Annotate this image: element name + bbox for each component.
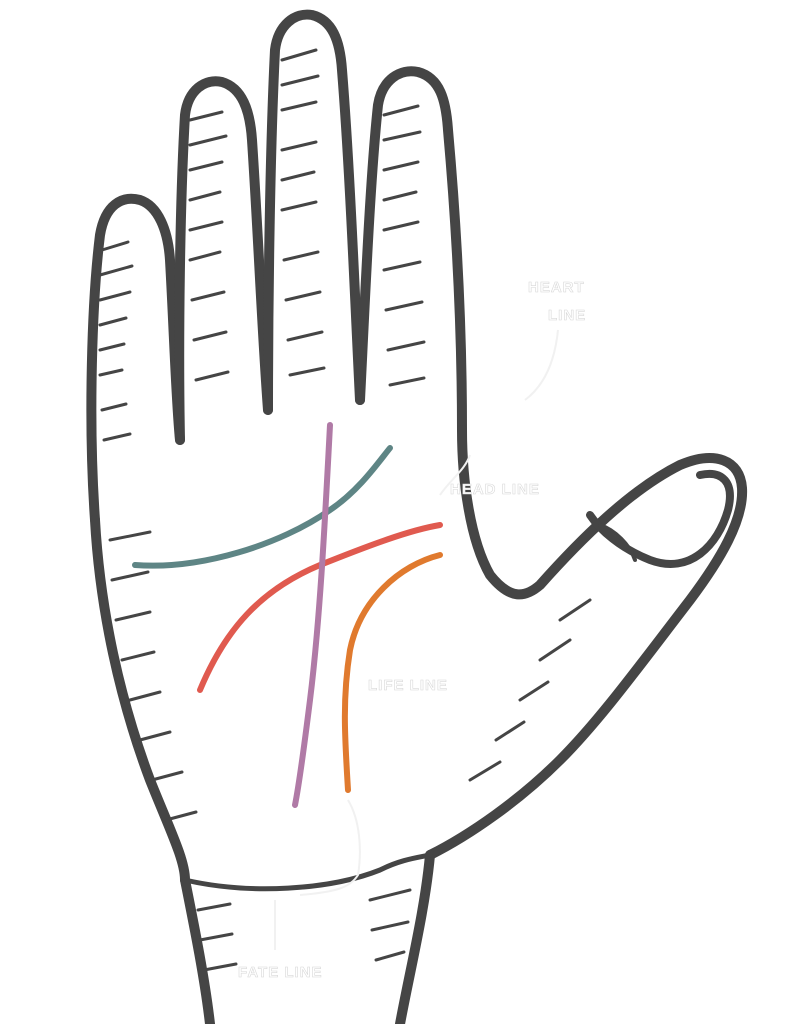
palm-bottom-curve	[182, 852, 433, 892]
fate-line	[292, 422, 333, 808]
ring-finger	[174, 76, 273, 445]
wrist-left	[180, 875, 215, 1024]
head-line-label: HEAD LINE	[450, 481, 540, 498]
fate-line-label: FATE LINE	[238, 964, 323, 981]
thumb-outline	[425, 425, 748, 860]
hatching	[98, 48, 592, 972]
heart-line-label-1: HEART	[528, 279, 585, 296]
heart-line-label-2: LINE	[548, 307, 586, 324]
hand-outline	[86, 9, 748, 1024]
little-finger	[86, 193, 185, 525]
thumb-joint	[598, 523, 637, 562]
heart-line	[132, 445, 393, 569]
label-leaders	[274, 329, 559, 950]
wrist-right	[395, 850, 435, 1024]
middle-finger	[263, 9, 365, 415]
thumb-inner-edge	[586, 469, 734, 568]
life-line-label: LIFE LINE	[368, 677, 448, 694]
palm-left-edge	[90, 515, 190, 885]
life-line	[341, 552, 443, 793]
index-finger	[355, 66, 467, 435]
